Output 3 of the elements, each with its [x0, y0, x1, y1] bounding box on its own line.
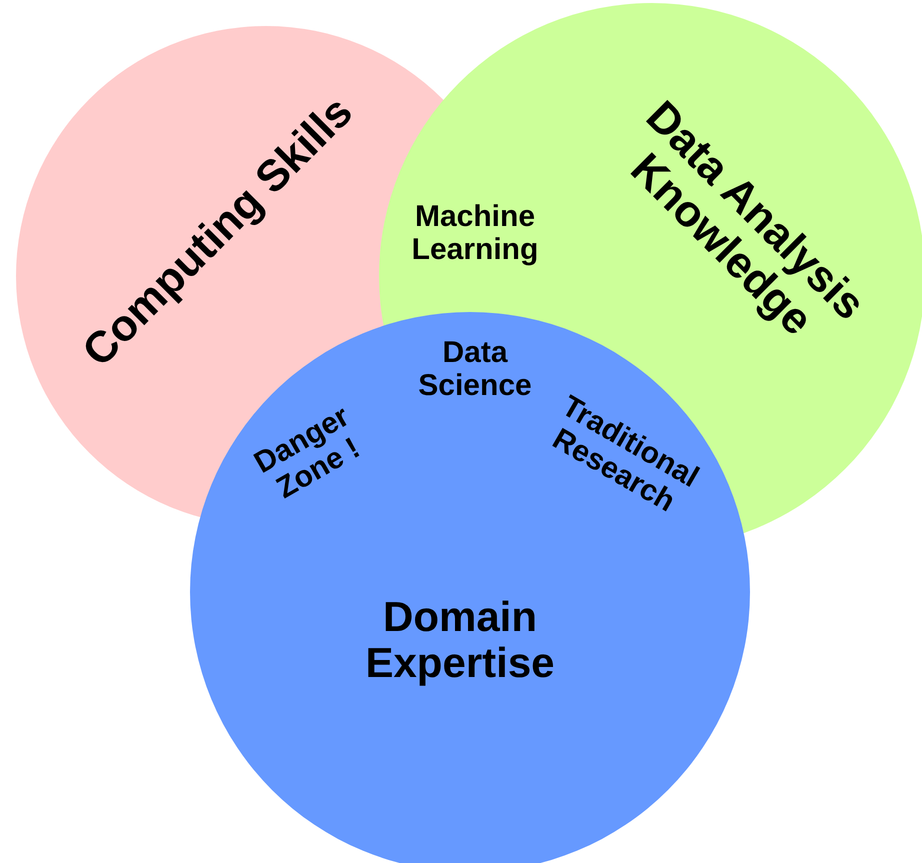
set-label: Domain Expertise: [364, 594, 556, 686]
region-label: Machine Learning: [410, 200, 540, 266]
region-label: Data Science: [417, 336, 533, 402]
